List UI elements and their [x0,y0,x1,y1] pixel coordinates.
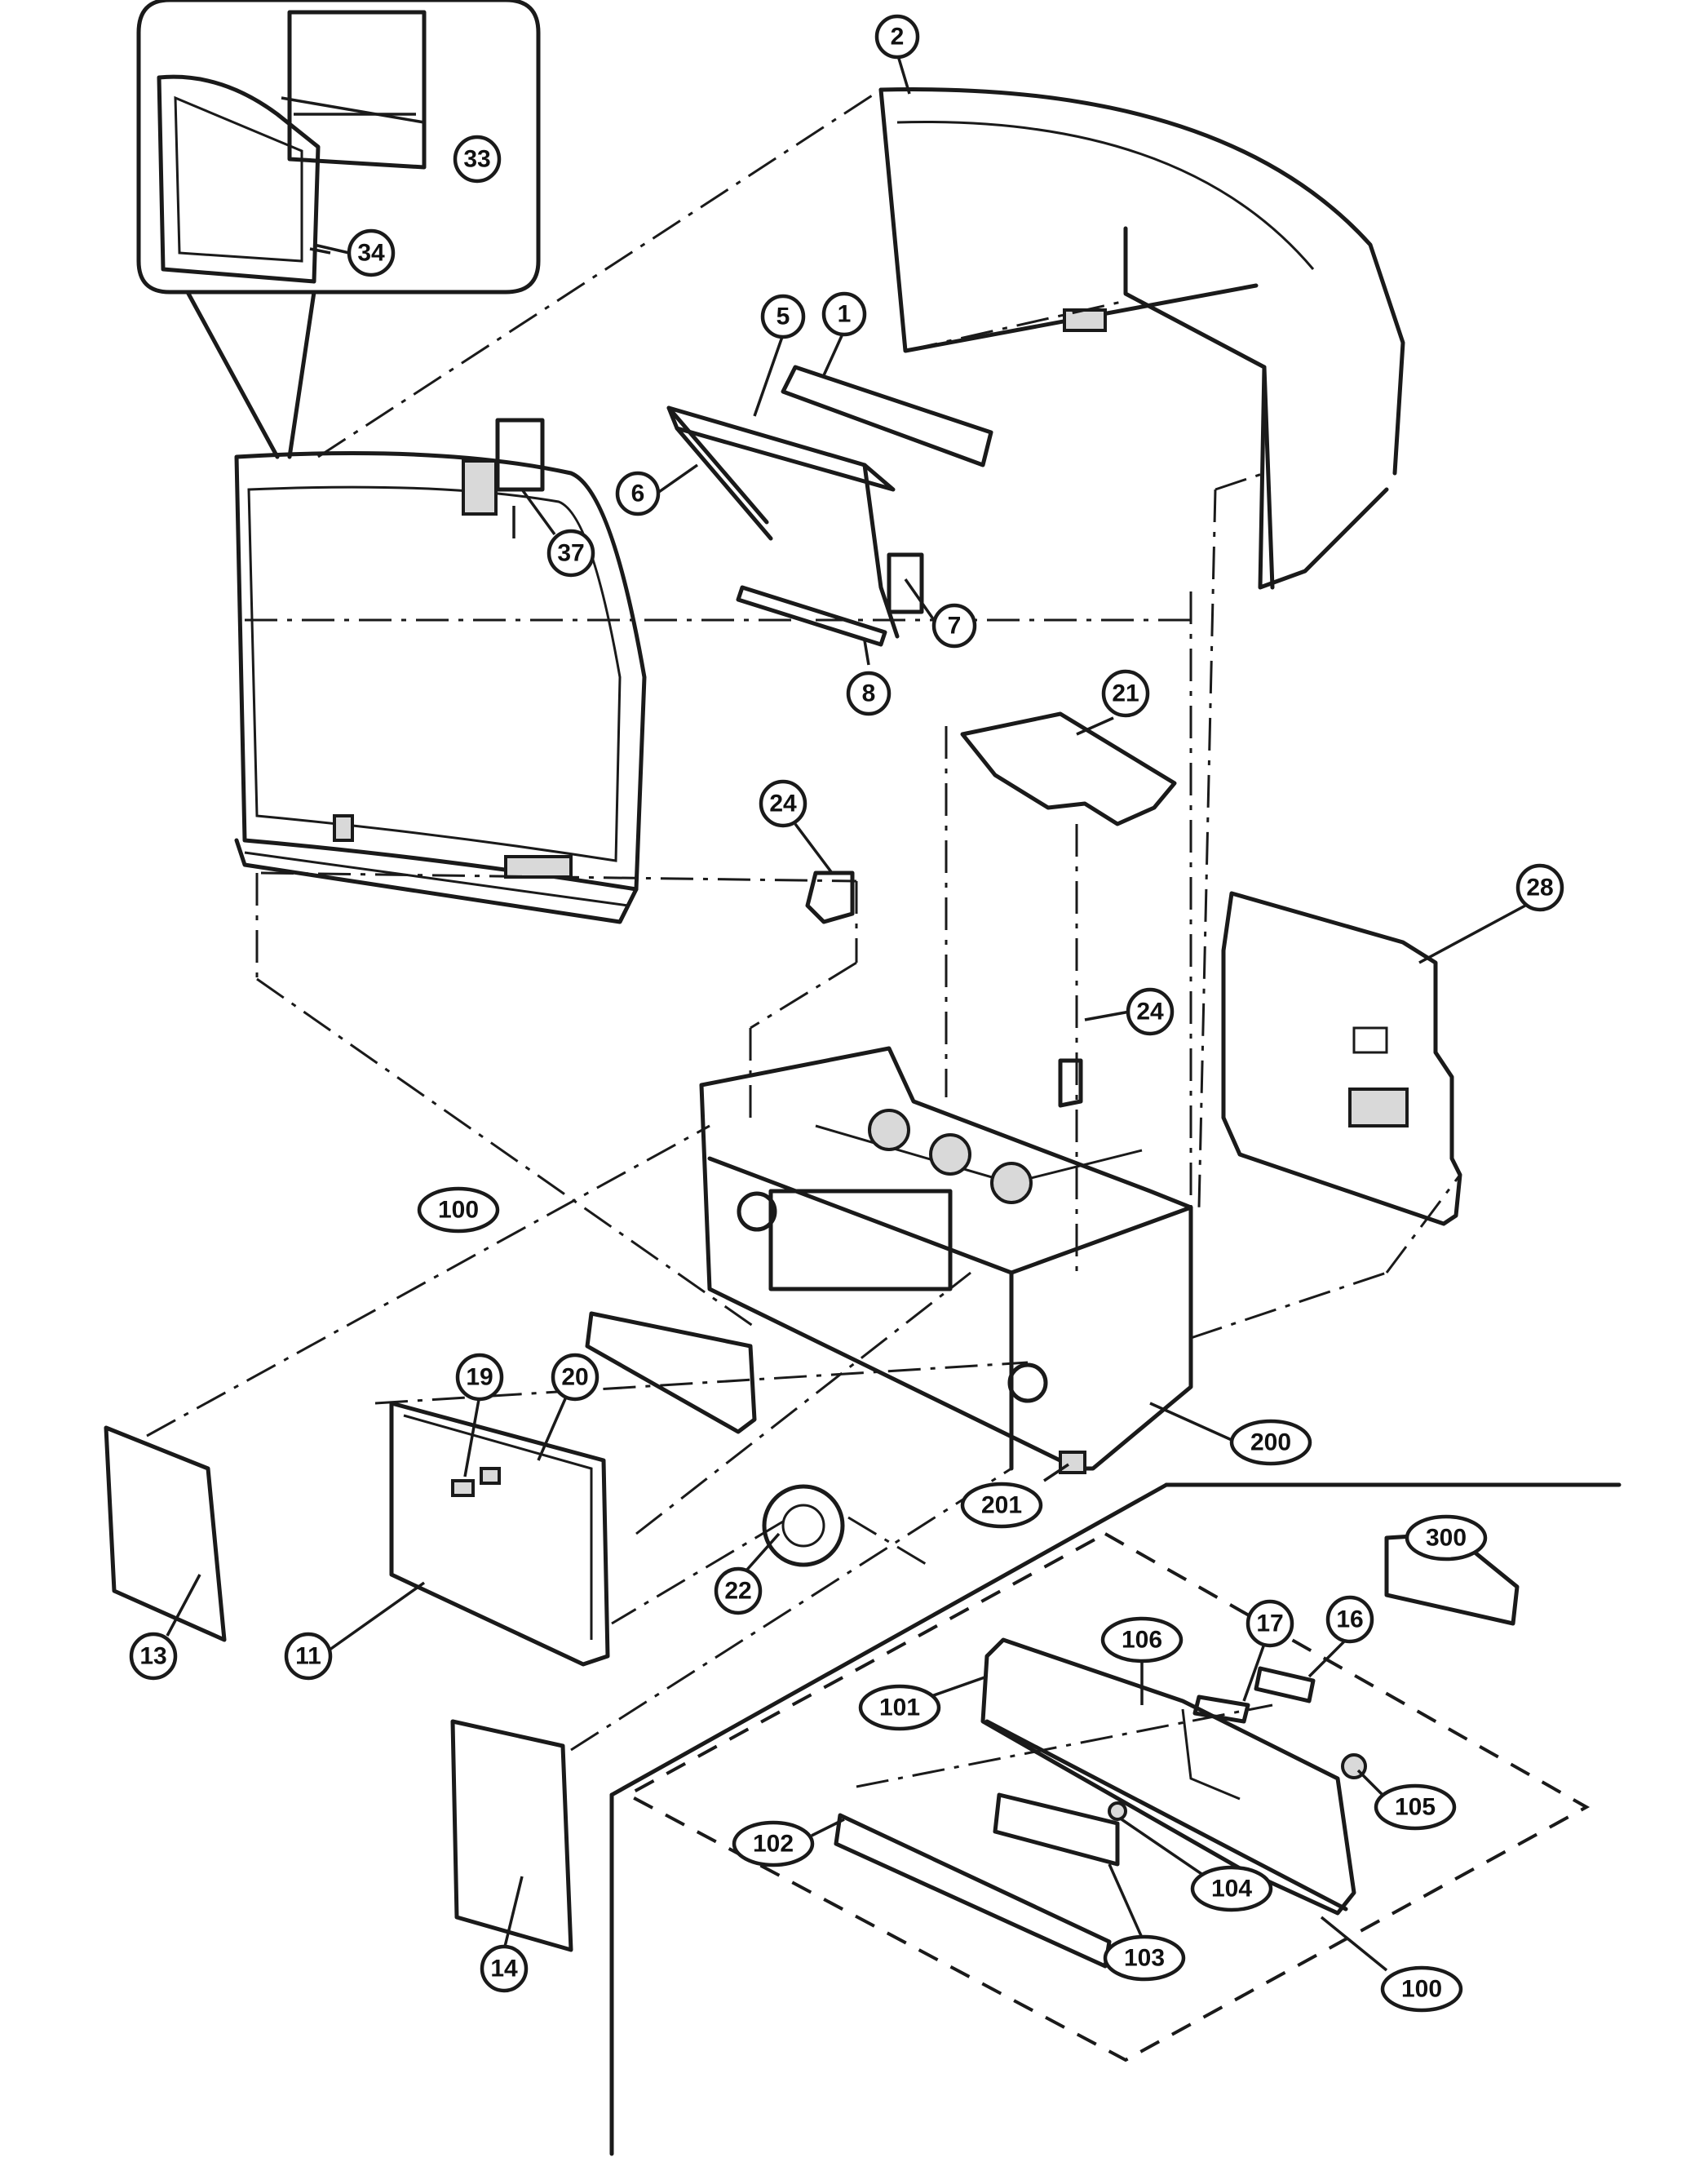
callout-6: 6 [615,471,661,516]
svg-text:6: 6 [631,481,645,507]
svg-text:7: 7 [948,613,962,640]
side-cover-14 [450,1719,573,1952]
svg-text:22: 22 [724,1578,751,1605]
svg-text:34: 34 [357,240,385,267]
callout-102: 102 [732,1820,815,1867]
callout-24-right: 24 [1126,987,1175,1036]
callout-101: 101 [858,1684,941,1731]
side-cover-13 [104,1425,227,1642]
mount-37 [462,418,545,538]
svg-text:100: 100 [438,1197,479,1224]
callout-17: 17 [1245,1599,1294,1648]
callout-200: 200 [1229,1419,1312,1466]
callout-20: 20 [551,1353,600,1402]
callout-2: 2 [874,14,920,60]
svg-text:2: 2 [891,24,905,51]
svg-text:5: 5 [776,303,790,330]
svg-text:102: 102 [753,1831,794,1858]
board-21 [960,711,1177,826]
svg-text:33: 33 [463,146,490,173]
svg-text:13: 13 [139,1643,166,1670]
screen-frame [234,451,647,924]
callout-100-upper: 100 [417,1186,500,1234]
leader-lines [166,52,1526,1972]
mirror-assembly [666,365,993,639]
svg-text:14: 14 [490,1956,518,1982]
svg-text:11: 11 [295,1643,321,1670]
top-frame [878,87,1405,590]
callout-11: 11 [284,1632,333,1681]
callout-19: 19 [455,1353,504,1402]
svg-text:104: 104 [1211,1876,1252,1903]
svg-text:8: 8 [862,680,876,707]
svg-text:100: 100 [1401,1976,1442,2003]
svg-text:1: 1 [838,301,852,328]
callout-5: 5 [760,294,806,339]
control-assembly [609,1482,1622,2156]
svg-text:201: 201 [981,1492,1022,1519]
callout-28: 28 [1515,863,1564,912]
svg-text:16: 16 [1336,1606,1363,1633]
svg-text:17: 17 [1256,1610,1283,1637]
svg-text:101: 101 [879,1694,920,1721]
svg-text:24: 24 [1136,999,1164,1026]
svg-text:20: 20 [561,1364,588,1391]
callout-104: 104 [1190,1865,1273,1912]
callout-13: 13 [129,1632,178,1681]
bracket-24-left [805,870,855,924]
bracket-7 [887,552,924,614]
svg-text:37: 37 [557,540,584,567]
assembly-lines [146,88,1462,1788]
bracket-24-right [1058,1058,1083,1108]
callout-34: 34 [347,228,396,277]
svg-text:21: 21 [1112,680,1139,707]
svg-text:103: 103 [1124,1945,1165,1972]
callout-21: 21 [1101,669,1150,718]
svg-text:19: 19 [466,1364,493,1391]
callout-201: 201 [960,1482,1043,1529]
rear-panel-28 [1221,891,1462,1226]
svg-text:28: 28 [1526,875,1553,902]
bezel-100-upper [585,1311,757,1434]
callout-14: 14 [480,1944,529,1993]
callout-8: 8 [846,671,892,716]
rail-8 [736,585,887,647]
svg-text:24: 24 [769,791,797,817]
speaker-22 [762,1484,845,1567]
callout-16: 16 [1325,1595,1374,1644]
cabinet-200 [699,1046,1193,1474]
callout-24-left: 24 [759,779,807,828]
svg-text:300: 300 [1426,1525,1467,1552]
callout-103: 103 [1103,1934,1186,1982]
callout-7: 7 [931,603,977,649]
callout-100-lower: 100 [1380,1965,1463,2013]
callout-105: 105 [1374,1783,1457,1831]
callout-300: 300 [1405,1514,1488,1562]
callout-1: 1 [821,291,867,337]
front-panel-11 [389,1401,610,1667]
svg-text:106: 106 [1122,1627,1162,1654]
svg-text:200: 200 [1250,1429,1291,1456]
detail-inset [136,0,541,295]
callout-22: 22 [714,1566,763,1615]
callout-106: 106 [1100,1616,1184,1663]
svg-text:105: 105 [1395,1794,1436,1821]
callout-37: 37 [546,529,595,578]
callout-33: 33 [453,135,502,184]
